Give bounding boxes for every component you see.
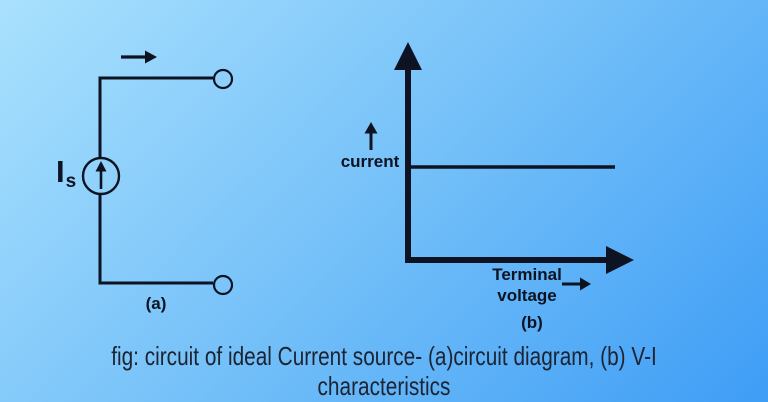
current-direction-arrow-icon (121, 50, 157, 64)
x-axis (405, 246, 634, 274)
figure-caption-line1: fig: circuit of ideal Current source- (a… (111, 341, 657, 371)
current-source-label-main: I (56, 154, 65, 189)
current-source-symbol (81, 156, 121, 196)
figure-caption-line2: characteristics (317, 371, 451, 401)
panel-b-label: (b) (521, 313, 543, 332)
panel-a-label: (a) (145, 294, 167, 313)
up-arrow-icon (364, 122, 378, 150)
circuit-diagram (81, 50, 234, 296)
current-source-label-subscript: s (65, 171, 77, 192)
y-axis-label: current (340, 152, 400, 171)
right-arrow-icon (562, 277, 591, 291)
vi-graph (364, 42, 634, 291)
y-axis (394, 42, 422, 263)
circuit-wires (98, 76, 213, 285)
x-axis-label: Terminal voltage (492, 265, 562, 305)
terminal-node-top-icon (212, 68, 234, 90)
current-source-arrow-icon (95, 161, 107, 189)
terminal-node-bottom-icon (212, 274, 234, 296)
figure-caption: fig: circuit of ideal Current source- (a… (77, 341, 691, 401)
current-source-label: Is (56, 156, 76, 192)
